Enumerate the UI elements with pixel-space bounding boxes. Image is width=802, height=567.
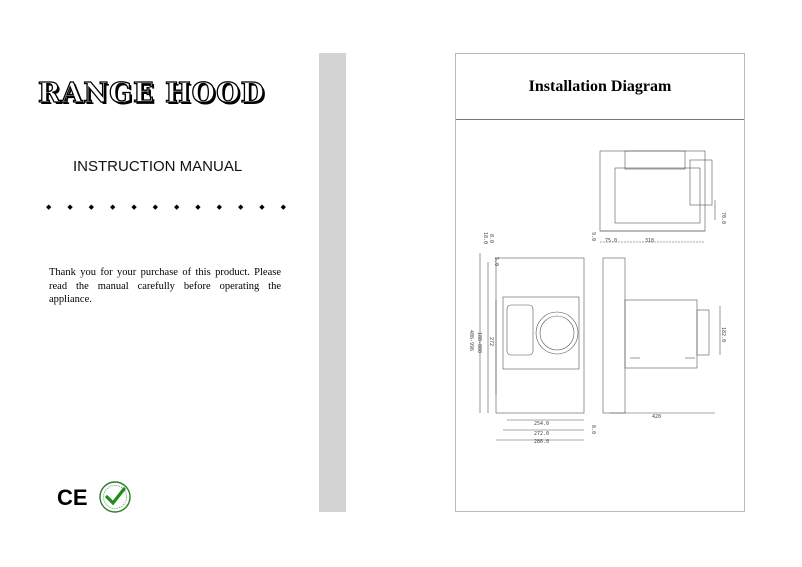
ce-mark-icon: CE xyxy=(57,485,88,509)
svg-text:75.0: 75.0 xyxy=(605,238,617,244)
bullet: ◆ xyxy=(88,203,95,211)
bullet: ◆ xyxy=(216,203,223,211)
svg-text:CE: CE xyxy=(57,485,88,509)
cover-subtitle: INSTRUCTION MANUAL xyxy=(73,158,243,175)
bullet: ◆ xyxy=(237,203,244,211)
cover-page: RANGE HOOD INSTRUCTION MANUAL ◆ ◆ ◆ ◆ ◆ … xyxy=(0,0,318,567)
top-view-motor xyxy=(624,150,686,170)
svg-text:182.0: 182.0 xyxy=(720,327,726,342)
bullet: ◆ xyxy=(280,203,286,211)
bullet: ◆ xyxy=(67,203,73,211)
page-spine-divider xyxy=(319,53,346,512)
certification-logos: CE xyxy=(56,480,132,514)
svg-text:272: 272 xyxy=(488,337,494,346)
svg-text:406-996: 406-996 xyxy=(468,330,474,351)
svg-text:188-888: 188-888 xyxy=(476,332,482,353)
svg-text:318: 318 xyxy=(645,238,654,244)
svg-text:420: 420 xyxy=(652,414,661,420)
bullet: ◆ xyxy=(173,203,180,211)
svg-text:272.0: 272.0 xyxy=(534,431,549,437)
installation-diagram-page: Installation Diagram xyxy=(455,53,745,512)
bullet: ◆ xyxy=(46,203,52,211)
cover-title: RANGE HOOD xyxy=(37,77,266,109)
page-header: Installation Diagram xyxy=(456,54,744,120)
top-view-outline xyxy=(599,150,706,232)
bullet: ◆ xyxy=(109,203,116,211)
side-view-wall xyxy=(602,257,626,414)
bullet: ◆ xyxy=(259,203,265,211)
svg-text:8.0: 8.0 xyxy=(488,234,494,243)
page-title: Installation Diagram xyxy=(528,77,672,95)
svg-text:9.0: 9.0 xyxy=(590,232,596,241)
bullet: ◆ xyxy=(195,203,201,211)
svg-text:286.0: 286.0 xyxy=(534,439,549,445)
blower-circle xyxy=(535,311,579,355)
bullet: ◆ xyxy=(131,203,137,211)
svg-text:70.0: 70.0 xyxy=(720,212,726,224)
svg-text:8.0: 8.0 xyxy=(590,425,596,434)
svg-text:18.0: 18.0 xyxy=(482,232,488,244)
svg-text:5.0: 5.0 xyxy=(493,257,499,266)
svg-text:254.0: 254.0 xyxy=(534,421,549,427)
intro-paragraph: Thank you for your purchase of this prod… xyxy=(49,267,281,305)
certification-check-icon xyxy=(99,481,131,513)
bullet: ◆ xyxy=(152,203,159,211)
bullet-row: ◆ ◆ ◆ ◆ ◆ ◆ ◆ ◆ ◆ ◆ ◆ ◆ xyxy=(46,203,286,211)
